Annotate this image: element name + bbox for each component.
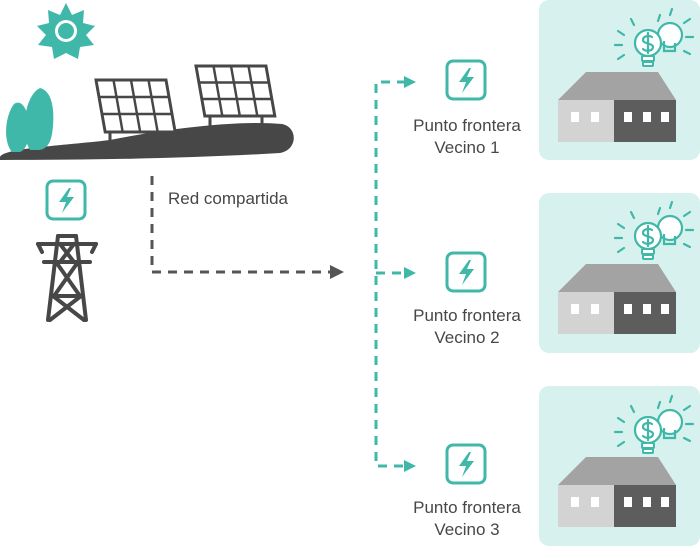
solar-panel-icon [94, 78, 177, 134]
meter-icon [45, 179, 87, 221]
arrow-head [404, 267, 416, 279]
house-icon [558, 264, 676, 334]
meter-icon [445, 251, 487, 293]
boundary-point-title: Punto frontera [413, 498, 521, 517]
distribution-connector [374, 80, 406, 468]
house-icon [558, 457, 676, 527]
neighbor-name: Vecino 3 [434, 520, 500, 539]
neighbor-name: Vecino 2 [434, 328, 500, 347]
arrow-head [404, 460, 416, 472]
boundary-point-title: Punto frontera [413, 306, 521, 325]
house-icon [558, 72, 676, 142]
sun-icon [37, 3, 95, 59]
shared-network-connector [150, 176, 344, 279]
tree-icon [6, 88, 54, 152]
meter-icon [445, 59, 487, 101]
boundary-point-label-1: Punto frontera Vecino 1 [395, 115, 539, 159]
arrow-head [404, 76, 416, 88]
neighbor-name: Vecino 1 [434, 138, 500, 157]
ground-hill [0, 122, 294, 160]
transmission-tower-icon [36, 234, 98, 322]
shared-network-label: Red compartida [168, 189, 289, 208]
solar-panel-icon [194, 64, 277, 118]
boundary-point-label-2: Punto frontera Vecino 2 [395, 305, 539, 349]
meter-icon [445, 443, 487, 485]
boundary-point-label-3: Punto frontera Vecino 3 [395, 497, 539, 541]
boundary-point-title: Punto frontera [413, 116, 521, 135]
